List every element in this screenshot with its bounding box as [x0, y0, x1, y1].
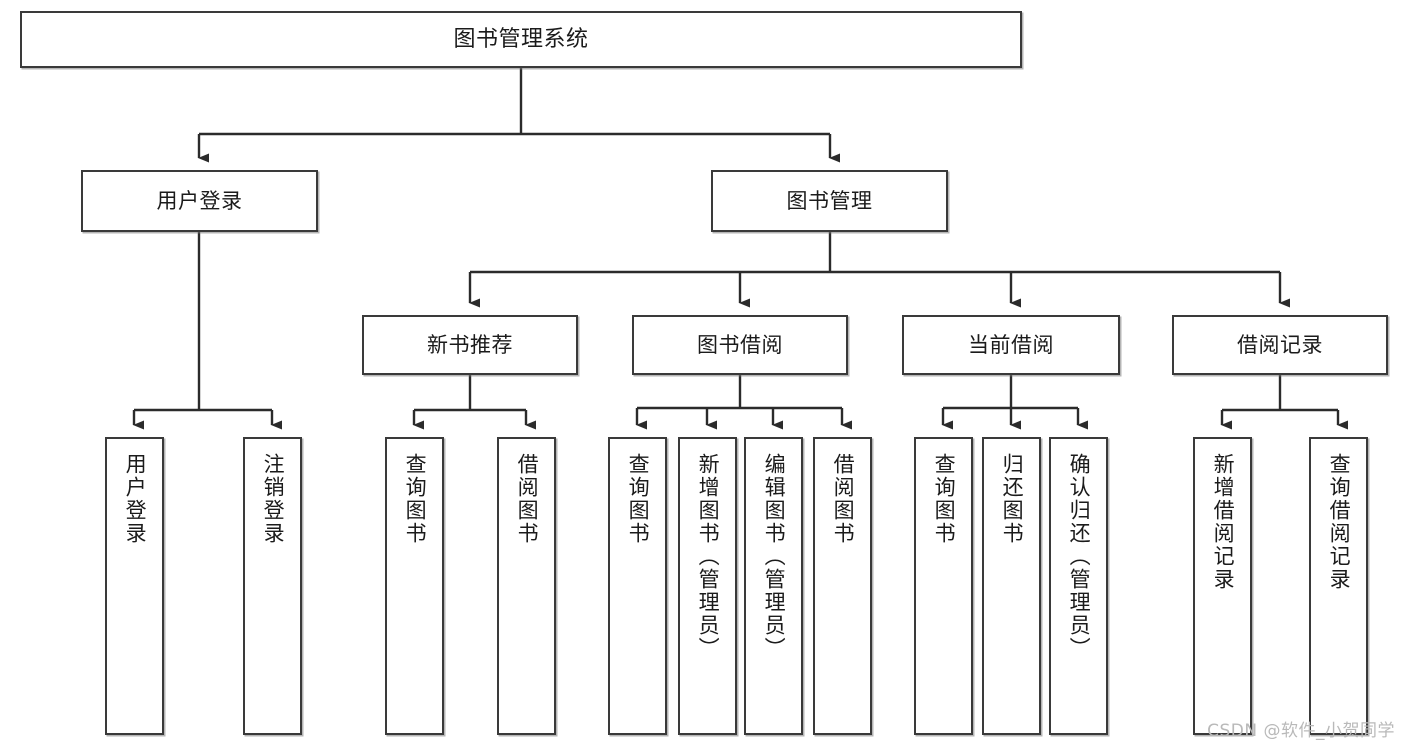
node-new-book-recommend[interactable]: 新书推荐 [362, 315, 578, 375]
leaf-edit-book[interactable]: 编辑图书（管理员） [744, 437, 803, 735]
node-label: 归还图书 [1000, 453, 1025, 545]
node-borrow-record[interactable]: 借阅记录 [1172, 315, 1388, 375]
node-book-management[interactable]: 图书管理 [711, 170, 948, 232]
node-label: 查询图书 [932, 453, 957, 545]
node-label: 新书推荐 [427, 332, 513, 357]
leaf-query-book-borrow[interactable]: 查询图书 [608, 437, 667, 735]
node-label: 查询图书 [626, 453, 651, 545]
node-user-login[interactable]: 用户登录 [81, 170, 318, 232]
node-label: 注销登录 [261, 453, 286, 545]
leaf-query-borrow-record[interactable]: 查询借阅记录 [1309, 437, 1368, 735]
node-book-borrow[interactable]: 图书借阅 [632, 315, 848, 375]
leaf-logout-login[interactable]: 注销登录 [243, 437, 302, 735]
leaf-add-book[interactable]: 新增图书（管理员） [678, 437, 737, 735]
node-label: 图书借阅 [697, 332, 783, 357]
node-label: 确认归还（管理员） [1067, 453, 1092, 660]
node-label: 借阅图书 [831, 453, 856, 545]
node-label: 当前借阅 [968, 332, 1054, 357]
csdn-watermark: CSDN @软件_小贺同学 [1207, 721, 1395, 741]
leaf-return-book[interactable]: 归还图书 [982, 437, 1041, 735]
node-label: 图书管理系统 [453, 26, 589, 52]
leaf-add-borrow-record[interactable]: 新增借阅记录 [1193, 437, 1252, 735]
leaf-user-login[interactable]: 用户登录 [105, 437, 164, 735]
node-label: 图书管理 [786, 188, 873, 213]
leaf-query-book-recommend[interactable]: 查询图书 [385, 437, 444, 735]
leaf-borrow-book[interactable]: 借阅图书 [813, 437, 872, 735]
node-label: 用户登录 [156, 188, 243, 213]
node-label: 借阅图书 [515, 453, 540, 545]
node-label: 借阅记录 [1237, 332, 1323, 357]
node-root-system[interactable]: 图书管理系统 [20, 11, 1022, 68]
node-current-borrow[interactable]: 当前借阅 [902, 315, 1120, 375]
node-label: 查询借阅记录 [1327, 453, 1352, 591]
node-label: 查询图书 [403, 453, 428, 545]
node-label: 新增图书（管理员） [696, 453, 721, 660]
leaf-query-book-current[interactable]: 查询图书 [914, 437, 973, 735]
leaf-confirm-return[interactable]: 确认归还（管理员） [1049, 437, 1108, 735]
node-label: 编辑图书（管理员） [762, 453, 787, 660]
node-label: 用户登录 [123, 453, 148, 545]
leaf-borrow-book-recommend[interactable]: 借阅图书 [497, 437, 556, 735]
node-label: 新增借阅记录 [1211, 453, 1236, 591]
